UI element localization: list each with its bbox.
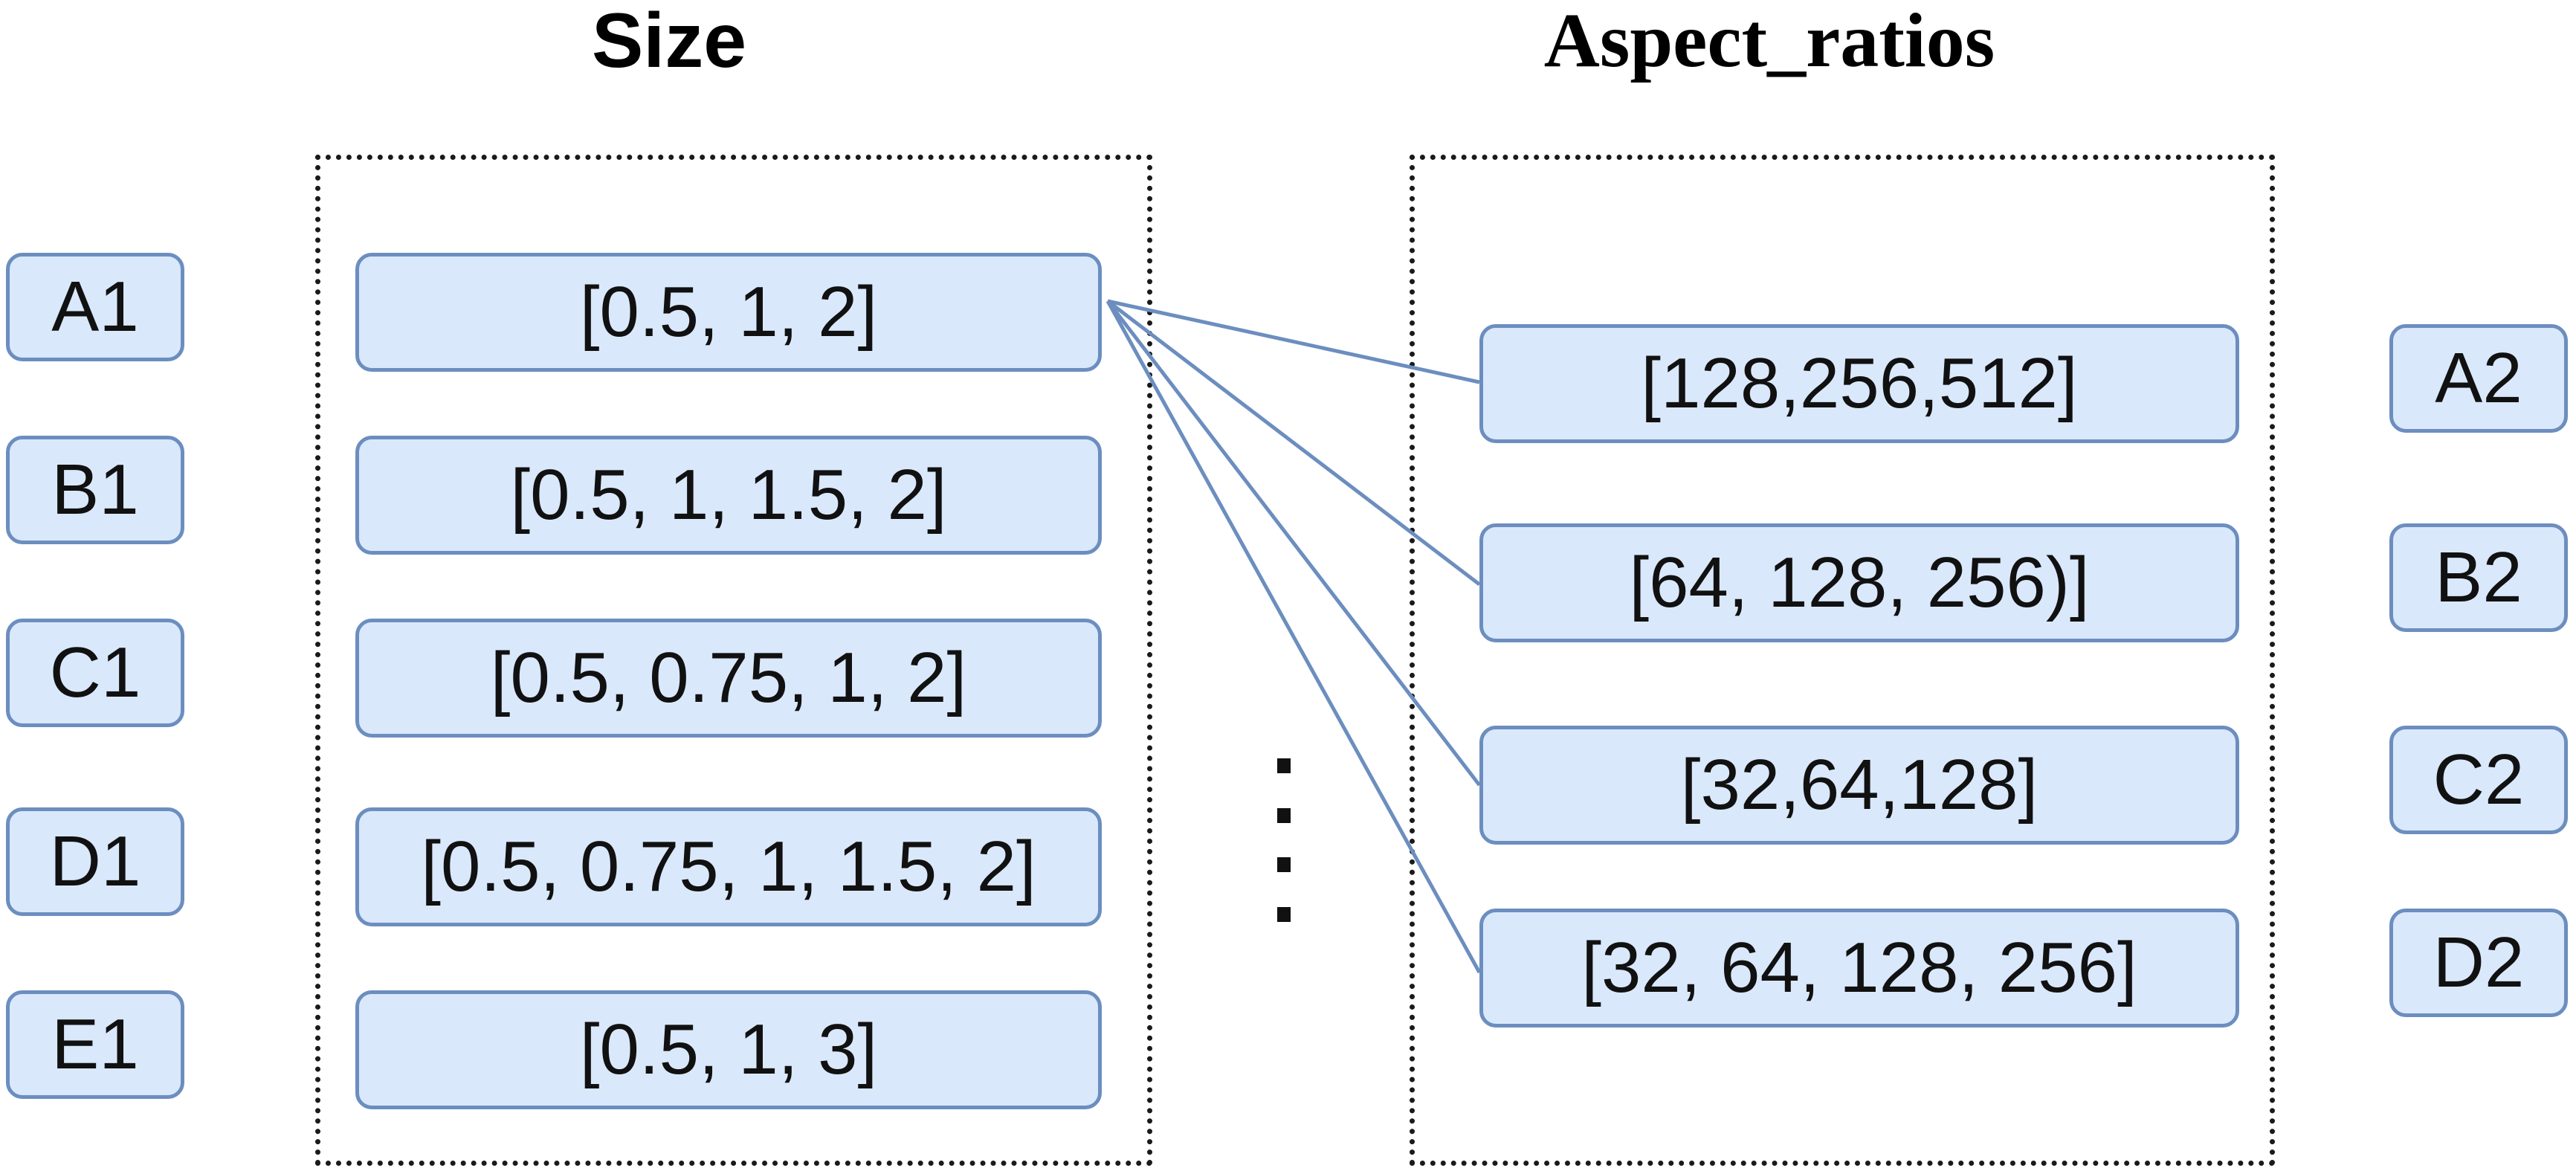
size-box-3: [0.5, 0.75, 1, 2] — [355, 619, 1102, 738]
size-box-1: [0.5, 1, 2] — [355, 253, 1102, 372]
aspect-ratios-title: Aspect_ratios — [1543, 0, 1995, 83]
label-a1: A1 — [6, 253, 184, 361]
label-c1: C1 — [6, 619, 184, 727]
size-title: Size — [591, 0, 747, 84]
label-a2: A2 — [2389, 324, 2568, 433]
label-c2: C2 — [2389, 726, 2568, 834]
label-e1: E1 — [6, 990, 184, 1099]
label-b1: B1 — [6, 436, 184, 544]
aspect-box-2: [64, 128, 256)] — [1479, 523, 2239, 642]
label-d2: D2 — [2389, 909, 2568, 1017]
label-d1: D1 — [6, 807, 184, 916]
aspect-box-3: [32,64,128] — [1479, 726, 2239, 845]
vertical-ellipsis — [1273, 758, 1295, 922]
aspect-box-4: [32, 64, 128, 256] — [1479, 909, 2239, 1028]
size-box-2: [0.5, 1, 1.5, 2] — [355, 436, 1102, 555]
size-box-4: [0.5, 0.75, 1, 1.5, 2] — [355, 807, 1102, 926]
size-box-5: [0.5, 1, 3] — [355, 990, 1102, 1109]
label-b2: B2 — [2389, 523, 2568, 632]
aspect-box-1: [128,256,512] — [1479, 324, 2239, 443]
